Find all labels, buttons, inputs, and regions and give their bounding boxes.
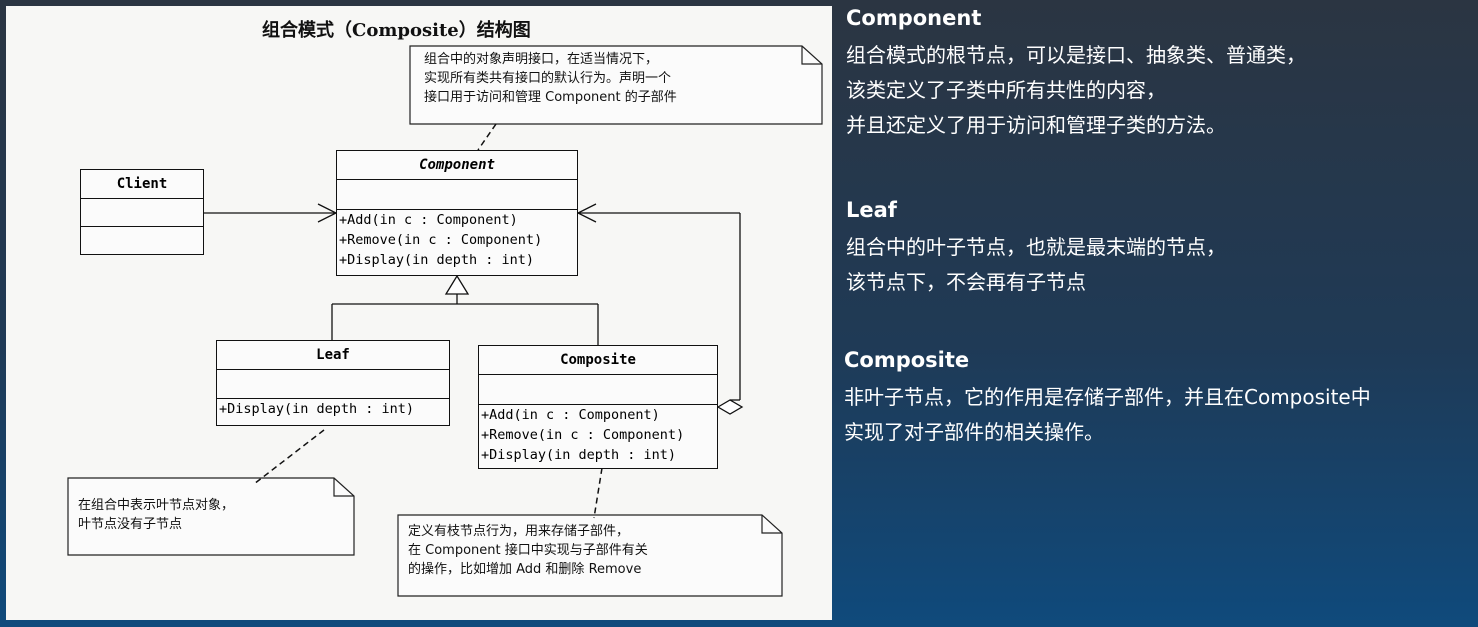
component-explanation-heading: Component	[846, 6, 982, 30]
component-note-fold	[801, 46, 822, 65]
component-note-line: 实现所有类共有接口的默认行为。声明一个	[424, 71, 672, 86]
composite-note: 定义有枝节点行为，用来存储子部件， 在 Component 接口中实现与子部件有…	[408, 522, 648, 579]
composite-explanation-heading: Composite	[844, 348, 970, 372]
leaf-explanation-body: 组合中的叶子节点，也就是最末端的节点， 该节点下，不会再有子节点	[846, 230, 1226, 300]
composite-note-anchor	[593, 467, 603, 519]
leaf-note-shape	[67, 477, 355, 556]
leaf-class-attributes	[217, 370, 449, 399]
component-class-operations: +Add(in c : Component) +Remove(in c : Co…	[337, 210, 577, 270]
explanation-line: 该类定义了子类中所有共性的内容，	[846, 78, 1166, 102]
composite-class-name: Composite	[479, 346, 717, 375]
composite-class: Composite +Add(in c : Component) +Remove…	[478, 345, 718, 469]
component-operation: +Add(in c : Component)	[339, 212, 518, 228]
component-explanation: Component 组合模式的根节点，可以是接口、抽象类、普通类， 该类定义了子…	[846, 6, 1306, 143]
leaf-explanation-heading: Leaf	[846, 198, 897, 222]
leaf-class-operations: +Display(in depth : int)	[217, 399, 449, 419]
leaf-note-line: 在组合中表示叶节点对象，	[78, 498, 235, 513]
composite-operation: +Add(in c : Component)	[481, 407, 660, 423]
composite-note-shape	[397, 514, 783, 597]
composite-note-line: 定义有枝节点行为，用来存储子部件，	[408, 524, 630, 539]
explanation-line: 组合模式的根节点，可以是接口、抽象类、普通类，	[846, 43, 1306, 67]
explanation-line: 非叶子节点，它的作用是存储子部件，并且在Composite中	[844, 385, 1371, 409]
component-operation: +Display(in depth : int)	[339, 252, 535, 268]
component-explanation-body: 组合模式的根节点，可以是接口、抽象类、普通类， 该类定义了子类中所有共性的内容，…	[846, 38, 1306, 143]
composite-class-attributes	[479, 375, 717, 405]
diagram-title: 组合模式（Composite）结构图	[262, 20, 531, 41]
composite-note-line: 的操作，比如增加 Add 和删除 Remove	[408, 562, 642, 577]
leaf-operation: +Display(in depth : int)	[219, 401, 415, 417]
leaf-class: Leaf +Display(in depth : int)	[216, 340, 450, 426]
leaf-explanation: Leaf 组合中的叶子节点，也就是最末端的节点， 该节点下，不会再有子节点	[846, 198, 1226, 300]
explanation-line: 并且还定义了用于访问和管理子类的方法。	[846, 113, 1226, 137]
composite-operation: +Remove(in c : Component)	[481, 427, 685, 443]
composite-operation: +Display(in depth : int)	[481, 447, 677, 463]
component-class-name: Component	[337, 151, 577, 180]
component-note-line: 组合中的对象声明接口，在适当情况下，	[424, 52, 659, 67]
component-note-line: 接口用于访问和管理 Component 的子部件	[424, 90, 677, 105]
composite-explanation-body: 非叶子节点，它的作用是存储子部件，并且在Composite中 实现了对子部件的相…	[844, 380, 1371, 450]
component-class-attributes	[337, 180, 577, 210]
explanation-line: 组合中的叶子节点，也就是最末端的节点，	[846, 235, 1226, 259]
client-class: Client	[80, 169, 204, 255]
component-operation: +Remove(in c : Component)	[339, 232, 543, 248]
aggregation-diamond	[716, 399, 744, 415]
composite-note-line: 在 Component 接口中实现与子部件有关	[408, 543, 648, 558]
uml-diagram-panel: 组合模式（Composite）结构图 组合中的对象声明接口，在适当情况下， 实现…	[6, 6, 832, 620]
explanation-line: 该节点下，不会再有子节点	[846, 270, 1086, 294]
leaf-note-line: 叶节点没有子节点	[78, 517, 183, 532]
composite-class-operations: +Add(in c : Component) +Remove(in c : Co…	[479, 405, 717, 465]
leaf-note-anchor	[253, 429, 325, 485]
client-class-name: Client	[81, 170, 203, 199]
generalization-triangle	[444, 274, 470, 295]
component-class: Component +Add(in c : Component) +Remove…	[336, 150, 578, 276]
leaf-note-fold	[333, 478, 354, 497]
component-note-anchor	[477, 123, 497, 151]
explanation-line: 实现了对子部件的相关操作。	[844, 420, 1104, 444]
composite-explanation: Composite 非叶子节点，它的作用是存储子部件，并且在Composite中…	[844, 348, 1371, 450]
diagram-lines	[67, 45, 823, 597]
composite-note-fold	[761, 515, 782, 534]
aggregation-arrowhead	[576, 203, 597, 223]
component-note-shape	[409, 45, 823, 125]
leaf-class-name: Leaf	[217, 341, 449, 370]
client-class-attributes	[81, 199, 203, 227]
component-note: 组合中的对象声明接口，在适当情况下， 实现所有类共有接口的默认行为。声明一个 接…	[424, 50, 677, 107]
leaf-note: 在组合中表示叶节点对象， 叶节点没有子节点	[78, 496, 234, 534]
